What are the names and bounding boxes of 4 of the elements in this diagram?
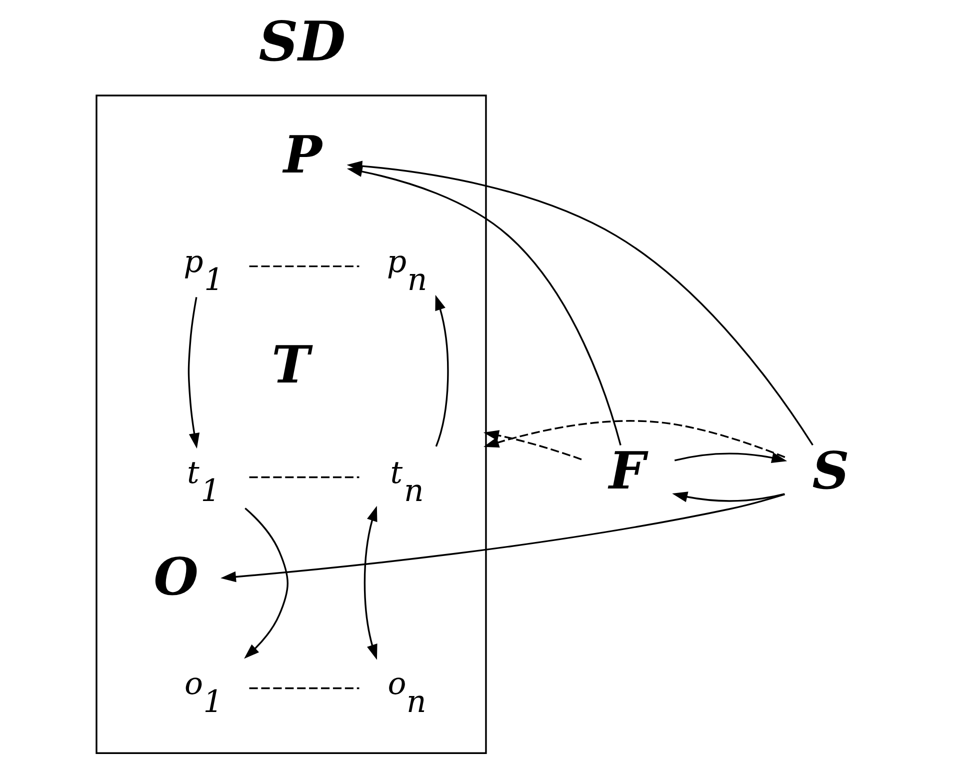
node-text: S xyxy=(812,441,849,502)
label: SD xyxy=(258,10,346,74)
node-text: O xyxy=(153,547,198,608)
node-text: P xyxy=(283,125,322,186)
